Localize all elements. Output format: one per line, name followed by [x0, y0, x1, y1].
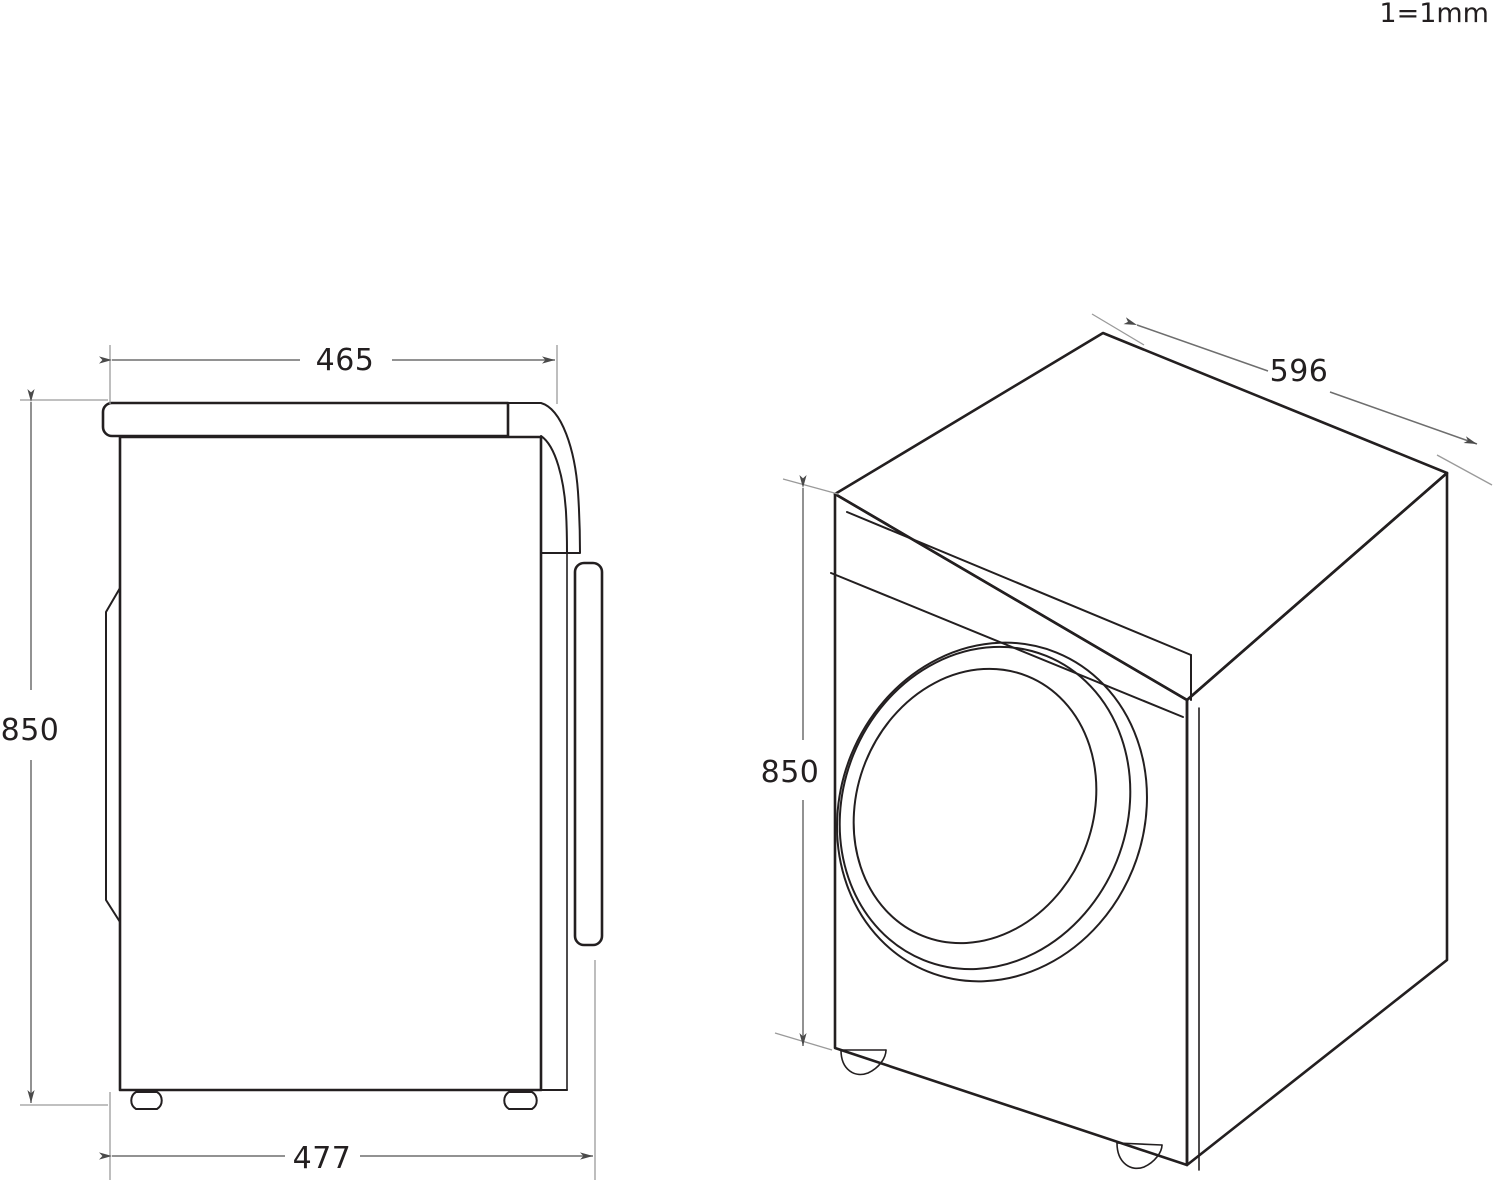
curved-rear-inner-edge	[540, 435, 568, 554]
dimension-596: 596	[1091, 313, 1493, 486]
dimension-label-596: 596	[1270, 354, 1329, 389]
ext-line-596-end	[1436, 454, 1493, 486]
dimension-465: 465	[99, 343, 558, 404]
door-handle-bar	[573, 561, 604, 947]
dimension-477: 477	[99, 960, 596, 1180]
side-view: 465 850 477	[1, 343, 604, 1180]
ext-line-596-start	[1091, 313, 1145, 346]
front-panel	[833, 492, 1189, 1167]
top-panel	[833, 331, 1449, 702]
rear-foot	[503, 1091, 538, 1110]
dim-line-596-left	[1123, 317, 1269, 372]
ext-line-850-iso-top	[782, 478, 839, 495]
dimension-label-465: 465	[316, 343, 375, 378]
front-left-foot	[840, 1049, 887, 1076]
dimension-850-side: 850	[1, 389, 108, 1106]
front-right-foot	[1116, 1142, 1163, 1170]
dimension-850-iso: 850	[761, 475, 839, 1051]
body-panel	[118, 435, 543, 1092]
dim-line-596-right	[1329, 391, 1478, 445]
top-panel-front-thickness	[846, 511, 1192, 656]
scale-note: 1=1mm	[1379, 0, 1489, 29]
front-right-foot-top	[1116, 1142, 1163, 1146]
worktop-strip	[101, 401, 510, 438]
isometric-view: 596 850	[761, 313, 1493, 1171]
front-foot	[130, 1091, 163, 1110]
door-mid-ring	[838, 645, 1132, 971]
curved-rear-edge	[507, 402, 581, 554]
dimension-label-850-iso: 850	[761, 755, 820, 790]
door-glass	[852, 667, 1098, 945]
front-door-edge	[105, 587, 121, 923]
dimension-label-850-side: 850	[1, 713, 60, 748]
door-outer-ring	[836, 641, 1148, 983]
right-side-panel	[1185, 471, 1449, 1167]
door-assembly	[836, 641, 1148, 983]
dimension-label-477: 477	[293, 1141, 352, 1176]
control-panel-band	[830, 572, 1184, 718]
